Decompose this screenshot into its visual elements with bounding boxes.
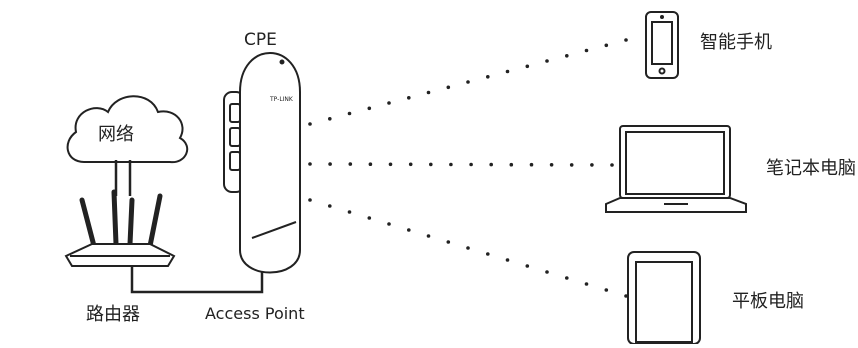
link-dot xyxy=(525,64,530,69)
link-dot xyxy=(426,234,431,238)
link-dot xyxy=(486,75,490,79)
link-dot xyxy=(545,270,549,274)
link-laptop xyxy=(308,162,614,167)
link-dot xyxy=(308,198,312,202)
link-dot xyxy=(328,117,332,121)
link-dot xyxy=(624,294,628,298)
link-tablet xyxy=(308,198,628,298)
link-dot xyxy=(590,163,594,167)
router-label: 路由器 xyxy=(86,304,140,325)
link-dot xyxy=(328,204,332,208)
link-dot xyxy=(348,162,353,166)
wireless-links xyxy=(308,38,628,298)
link-smartphone xyxy=(308,38,628,126)
ethernet-cable xyxy=(130,266,264,294)
tablet-icon xyxy=(627,251,701,345)
cpe-label: CPE xyxy=(244,30,277,50)
link-dot xyxy=(466,80,470,84)
link-dot xyxy=(549,163,554,167)
link-dot xyxy=(308,122,312,126)
cloud-icon xyxy=(66,95,189,164)
link-dot xyxy=(367,106,372,111)
link-dot xyxy=(565,54,569,58)
link-dot xyxy=(624,38,628,42)
link-dot xyxy=(584,48,589,53)
link-dot xyxy=(426,90,431,95)
link-dot xyxy=(387,101,391,105)
access-point-label: Access Point xyxy=(205,304,305,323)
link-dot xyxy=(545,59,549,63)
link-dot xyxy=(368,162,373,166)
link-dot xyxy=(446,85,451,90)
link-dot xyxy=(407,228,411,232)
link-dot xyxy=(367,216,372,220)
link-dot xyxy=(466,246,470,250)
link-dot xyxy=(489,162,494,167)
laptop-label: 笔记本电脑 xyxy=(766,158,856,179)
cloud-router-link xyxy=(114,160,132,196)
link-dot xyxy=(604,43,609,48)
link-dot xyxy=(610,163,614,167)
router-icon xyxy=(64,189,176,267)
link-dot xyxy=(308,162,312,166)
link-dot xyxy=(486,252,490,256)
link-dot xyxy=(446,240,451,244)
link-dot xyxy=(505,258,510,262)
link-dot xyxy=(584,282,589,286)
link-dot xyxy=(449,162,453,167)
smartphone-label: 智能手机 xyxy=(700,32,772,53)
link-dot xyxy=(387,222,391,226)
laptop-icon xyxy=(605,125,747,213)
network-label: 网络 xyxy=(98,124,134,145)
cpe-brand-label: TP-LINK xyxy=(269,96,294,103)
link-dot xyxy=(408,162,413,167)
tablet-label: 平板电脑 xyxy=(732,291,804,312)
link-dot xyxy=(347,210,352,214)
link-dot xyxy=(569,163,574,167)
link-dot xyxy=(505,69,510,74)
link-dot xyxy=(509,162,514,167)
link-dot xyxy=(469,162,473,167)
smartphone-icon xyxy=(645,11,679,79)
link-dot xyxy=(429,162,433,167)
link-dot xyxy=(529,162,534,167)
link-dot xyxy=(565,276,569,280)
link-dot xyxy=(407,96,411,100)
link-dot xyxy=(525,264,530,268)
link-dot xyxy=(388,162,393,167)
link-dot xyxy=(328,162,332,166)
cpe-device-icon xyxy=(223,52,301,274)
link-dot xyxy=(347,111,352,116)
link-dot xyxy=(604,288,609,292)
